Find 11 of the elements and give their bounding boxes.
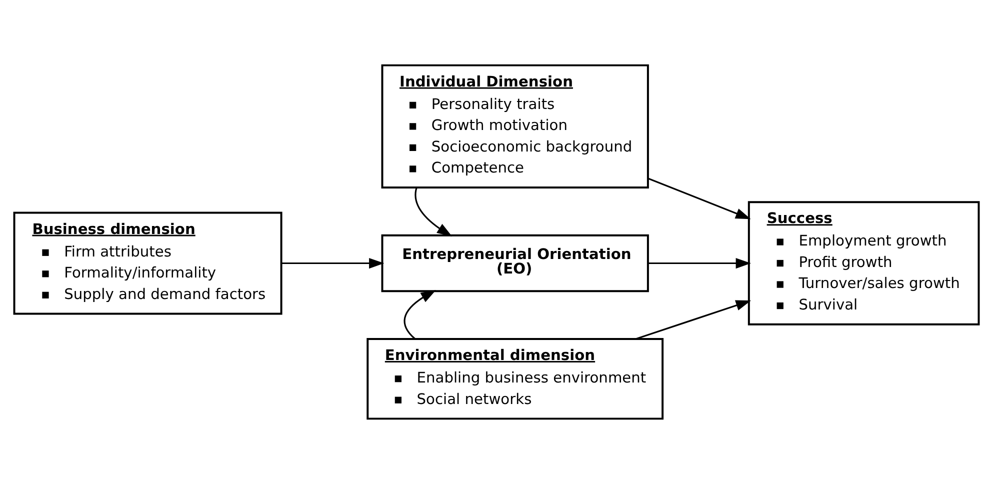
node-box: Business dimension Firm attributes Formality/informality Supply and demand factors [13,211,282,314]
arrow [648,177,751,219]
arrow [414,186,452,236]
node-box: Individual Dimension Personality traits Growth motivation Socioeconomic background Competence [381,64,649,188]
node-box: Environmental dimension Enabling business environment Social networks [366,337,664,420]
node-box: Entrepreneurial Orientation (EO) [381,234,649,292]
arrow [282,257,384,268]
node-box: Success Employment growth Profit growth Turnover/sales growth Survival [748,200,980,325]
arrow [636,300,752,340]
arrow [648,257,751,268]
arrow [404,290,436,339]
